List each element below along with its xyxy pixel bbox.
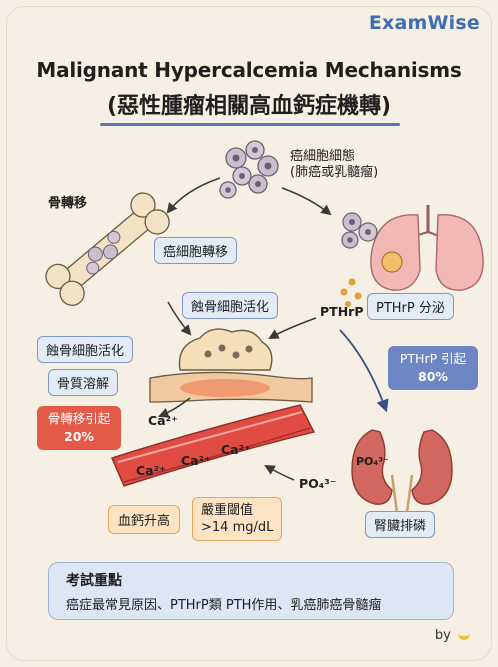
blood-calcium-label: 血鈣升高 — [108, 505, 181, 534]
phosphate-label: PO₄³⁻ — [299, 476, 337, 491]
bone-metastasis-percentage-value: 20% — [64, 429, 94, 444]
calcium-label-2: Ca²⁺ — [181, 453, 211, 468]
arrow-phosphate-to-blood — [264, 464, 295, 481]
tumor-type-label: (肺癌或乳髓瘤) — [290, 165, 379, 180]
severity-threshold-title: 嚴重閾值 — [201, 503, 254, 518]
bone-metastasis-percentage-badge: 骨轉移引起 20% — [37, 406, 121, 450]
tumor-cells-icon — [219, 140, 279, 199]
exam-key-points-text: 癌症最常見原因、PTHrP類 PTH作用、乳癌肺癌骨髓瘤 — [66, 598, 382, 613]
pthrp-percentage-text: PTHrP 引起 — [399, 351, 467, 366]
bone-surface-icon — [149, 371, 313, 403]
pthrp-percentage-value: 80% — [418, 369, 448, 384]
pthrp-label: PTHrP — [320, 304, 364, 319]
osteoclast-activation-top: 蝕骨細胞活化 — [182, 292, 279, 319]
tumor-label: 癌細胞細態 — [290, 149, 356, 164]
kidney-phosphate-label: PO₄³⁻ — [356, 455, 389, 468]
kidney-phosphate-excretion-label: 腎臟排磷 — [365, 511, 436, 538]
osteoclast-activation-left: 蝕骨細胞活化 — [37, 336, 134, 363]
title-english: Malignant Hypercalcemia Mechanisms — [36, 58, 462, 82]
lung-tumor-cells-icon — [341, 212, 378, 249]
calcium-label-3: Ca²⁺ — [221, 442, 251, 457]
title-underline — [100, 123, 400, 126]
bone-resorption-label: 骨質溶解 — [48, 369, 119, 396]
arrow-bone-to-osteoclast — [167, 301, 192, 336]
byline-text: by — [434, 628, 451, 643]
osteoclast-icon — [178, 328, 273, 371]
severity-threshold-box: 嚴重閾值 >14 mg/dL — [192, 497, 283, 541]
metastasis-label: 癌細胞轉移 — [154, 237, 238, 264]
calcium-label-1: Ca²⁺ — [136, 463, 166, 478]
calcium-label-release: Ca²⁺ — [148, 413, 178, 428]
pthrp-dots — [340, 278, 362, 307]
pthrp-secretion-label: PTHrP 分泌 — [367, 293, 454, 320]
bone-metastasis-percentage-text: 骨轉移引起 — [47, 411, 111, 426]
kidney-icon — [351, 429, 453, 521]
arrow-bone-to-calcium — [158, 397, 191, 418]
byline: by — [435, 626, 470, 643]
severity-threshold-value: >14 mg/dL — [201, 520, 274, 535]
exam-key-points-title: 考試重點 — [66, 573, 122, 589]
bone-metastasis-label: 骨轉移 — [48, 196, 88, 211]
arrow-tumor-to-lung — [281, 187, 332, 216]
exam-key-points-box: 考試重點 癌症最常見原因、PTHrP類 PTH作用、乳癌肺癌骨髓瘤 — [48, 562, 454, 620]
page-frame — [6, 6, 492, 661]
pthrp-percentage-badge: PTHrP 引起 80% — [388, 346, 478, 390]
arrow-tumor-to-bone — [166, 177, 221, 214]
bone-icon — [45, 192, 170, 306]
brand-logo: ExamWise — [368, 12, 480, 34]
banana-icon — [458, 626, 470, 640]
blood-vessel-icon — [111, 404, 316, 487]
title-chinese: (惡性腫瘤相關高血鈣症機轉) — [106, 94, 392, 119]
arrow-pthrp-to-osteoclast — [268, 317, 317, 340]
arrow-pthrp-to-kidney — [339, 329, 389, 413]
lung-icon — [370, 205, 484, 291]
